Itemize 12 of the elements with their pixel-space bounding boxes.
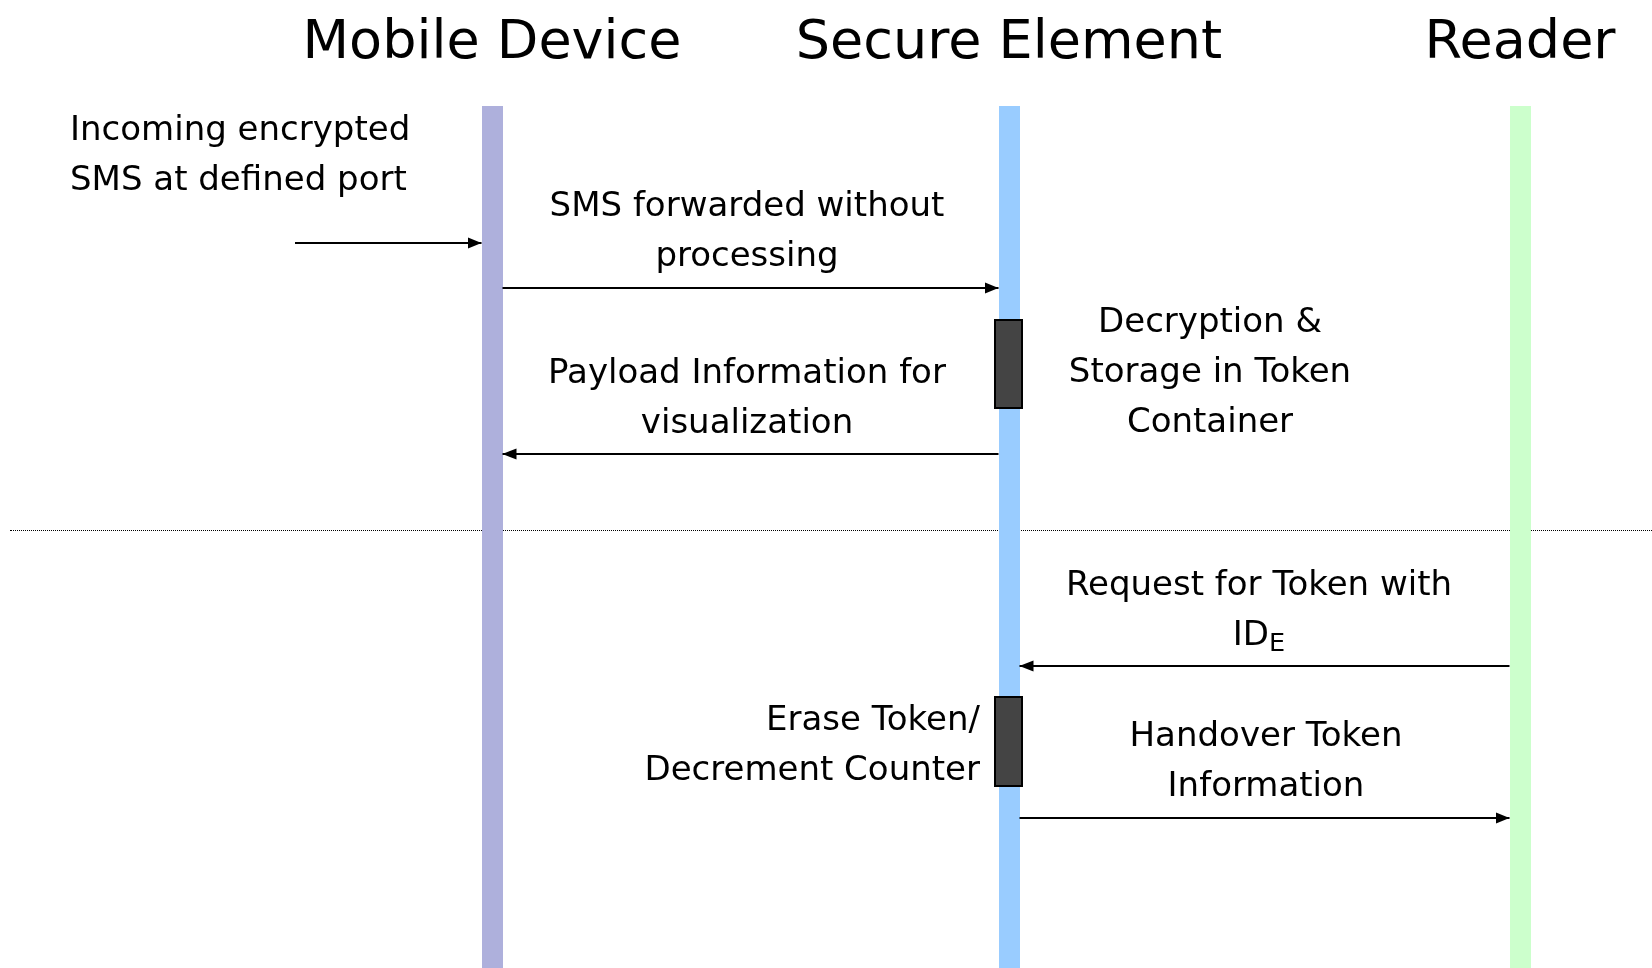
arrow <box>501 282 1000 294</box>
lifeline-title: Secure Element <box>795 8 1223 72</box>
arrow <box>1018 660 1511 672</box>
arrow <box>294 237 483 249</box>
activation-box <box>994 319 1023 409</box>
activation-note: Decryption & Storage in Token Container <box>1067 299 1353 442</box>
lifeline-title: Mobile Device <box>302 8 682 72</box>
activation-box <box>994 696 1023 787</box>
arrow <box>1018 812 1511 824</box>
arrow <box>501 448 1000 460</box>
activation-note: Erase Token/ Decrement Counter <box>643 697 980 790</box>
lifeline-title: Reader <box>1424 8 1616 72</box>
